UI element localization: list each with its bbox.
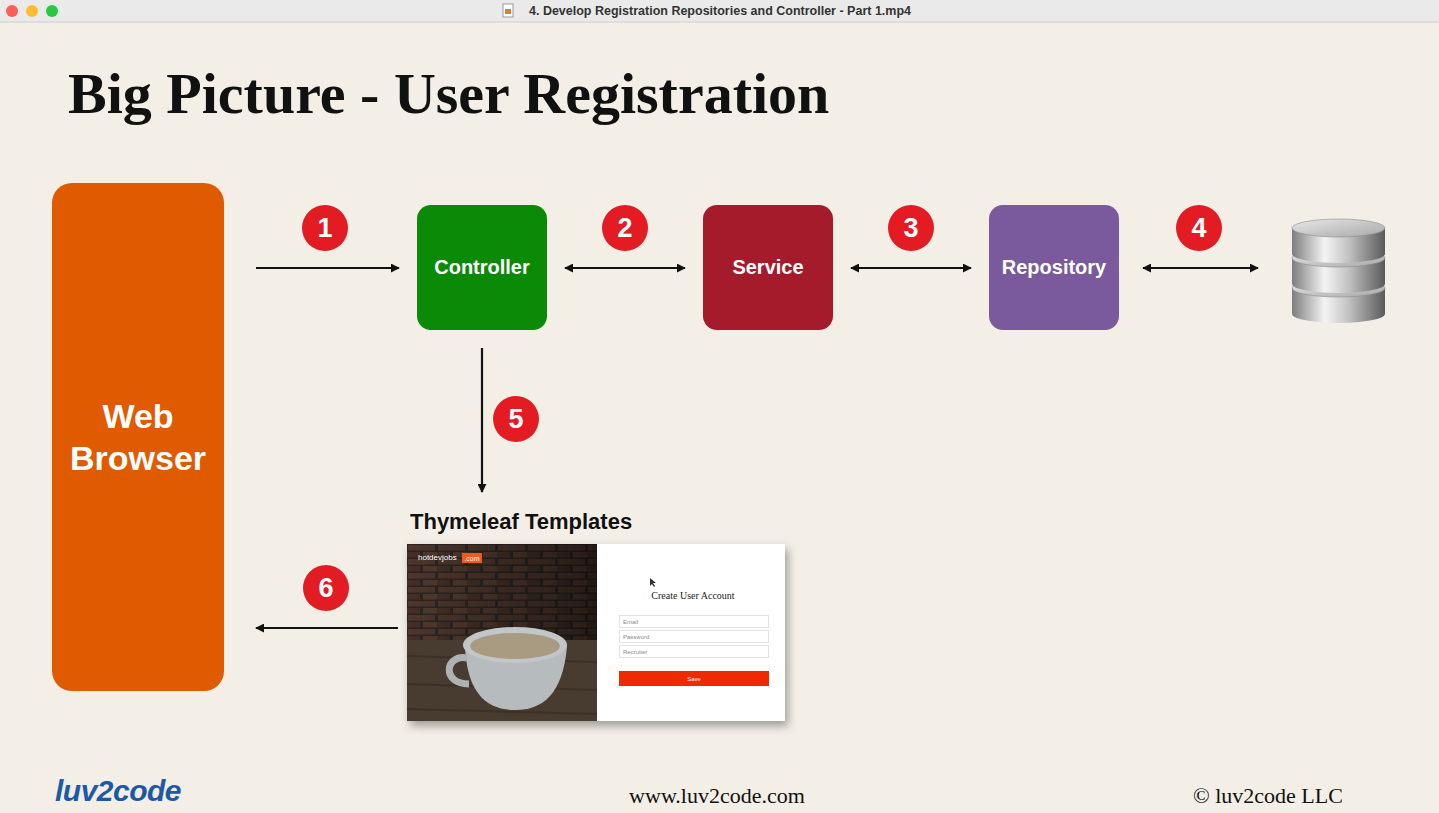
footer-url: www.luv2code.com: [567, 783, 867, 809]
flow-arrow: [481, 348, 483, 492]
browser-box: Web Browser: [52, 183, 224, 691]
diagram-title: Big Picture - User Registration: [68, 60, 829, 127]
brand-badge: .com: [462, 553, 482, 563]
node-text: Web Browser: [62, 395, 214, 480]
callout-number: 2: [602, 205, 648, 251]
node-text: Email: [623, 619, 638, 625]
node-text: Controller: [434, 256, 530, 279]
input-field: Email: [619, 615, 769, 628]
save-button: Save: [619, 671, 769, 686]
database-icon: [1292, 219, 1385, 323]
form-heading: Create User Account: [613, 590, 773, 601]
flow-arrow: [851, 267, 971, 269]
copyright: © luv2code LLC: [1193, 783, 1343, 809]
callout-number: 6: [303, 565, 349, 611]
flow-arrow: [565, 267, 685, 269]
window-title: 4. Develop Registration Repositories and…: [420, 0, 1020, 22]
node-text: .com: [464, 555, 479, 562]
service-box: Service: [703, 205, 833, 330]
input-field: Password: [619, 630, 769, 643]
repository-box: Repository: [989, 205, 1119, 330]
controller-box: Controller: [417, 205, 547, 330]
template-screenshot: [407, 544, 785, 721]
callout-number: 3: [888, 205, 934, 251]
node-text: Password: [623, 634, 649, 640]
node-text: Recruiter: [623, 649, 647, 655]
callout-number: 4: [1176, 205, 1222, 251]
flow-arrow: [256, 627, 398, 629]
callout-number: 5: [493, 396, 539, 442]
node-text: Save: [687, 676, 701, 682]
input-field: Recruiter: [619, 645, 769, 658]
flow-arrow: [256, 267, 399, 269]
callout-number: 1: [302, 205, 348, 251]
logo: luv2code: [55, 774, 181, 808]
node-text: Service: [732, 256, 803, 279]
node-text: Thymeleaf Templates: [407, 508, 785, 536]
brand-name: hotdevjobs: [418, 553, 457, 563]
template-panel: Thymeleaf Templates .comEmailPasswordRecr…: [407, 508, 785, 721]
node-text: Repository: [1002, 256, 1106, 279]
